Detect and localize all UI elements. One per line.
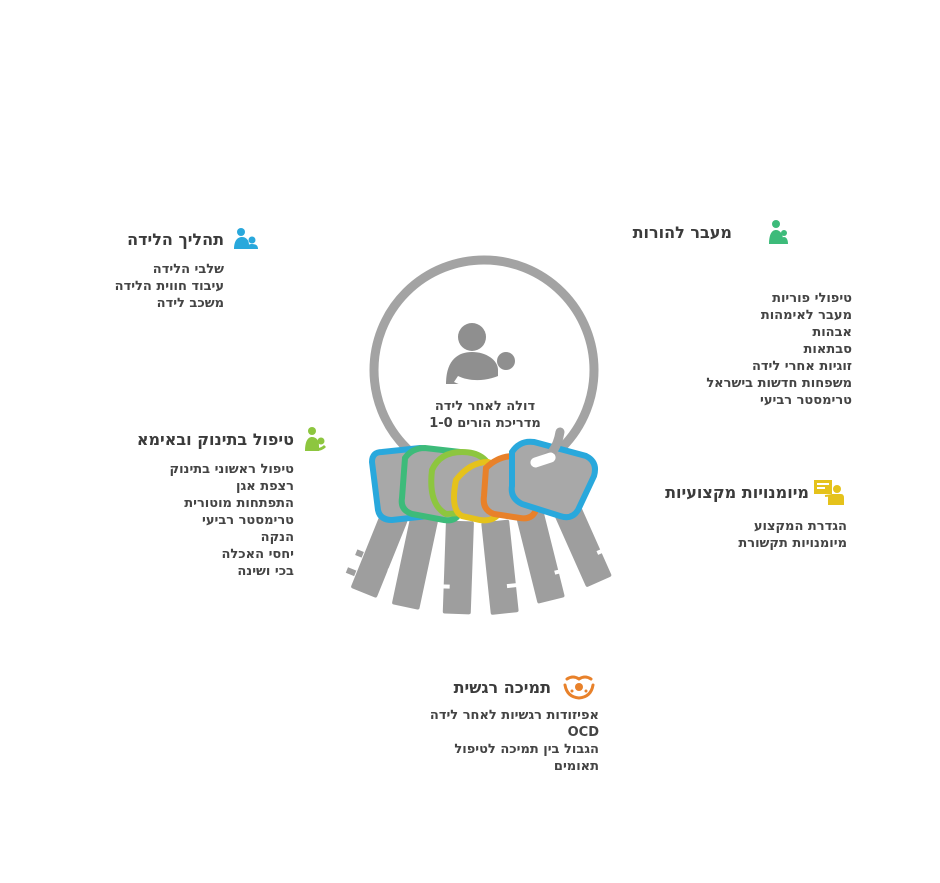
section-title: מעבר להורות <box>632 222 732 242</box>
section-parenthood: מעבר להורות טיפולי פוריות מעבר לאימהות א… <box>632 218 852 409</box>
section-skills: מיומנויות מקצועיות הגדרת המקצוע מיומנויו… <box>665 478 847 552</box>
list-item: מיומנויות תקשורת <box>738 536 847 551</box>
list-item: טיפול ראשוני בתינוק <box>169 462 294 477</box>
mother-baby-icon <box>446 323 515 388</box>
list-item: טרימסטר רביעי <box>202 513 294 528</box>
list-item: מעבר לאימהות <box>760 308 852 323</box>
nursing-icon <box>302 425 330 453</box>
section-title: תהליך הלידה <box>127 229 224 249</box>
list-item: טיפולי פוריות <box>772 291 852 306</box>
list-item: הגבול בין תמיכה לטיפול <box>454 742 599 757</box>
list-item: עיבוד חווית הלידה <box>114 279 224 294</box>
list-item: משכב לידה <box>156 296 224 311</box>
list-item: שלבי הלידה <box>152 262 224 277</box>
key-3 <box>440 518 476 617</box>
list-item: רצפת אגן <box>235 479 294 494</box>
section-title: תמיכה רגשית <box>453 677 551 697</box>
list-item: תאומים <box>553 759 599 774</box>
key-notches <box>331 540 608 589</box>
teacher-icon <box>814 478 845 506</box>
section-title: טיפול בתינוק ובאימא <box>136 429 294 449</box>
list-item: טרימסטר רביעי <box>760 393 852 408</box>
list-item: זוגיות אחרי לידה <box>751 359 852 374</box>
caring-hands-icon <box>563 673 595 701</box>
list-item: OCD <box>567 725 599 740</box>
list-item: אפיזודות רגשיות לאחר לידה <box>429 708 599 723</box>
center-subtitle: מדריכת הורים 1-0 <box>429 416 541 431</box>
key-4 <box>479 517 521 617</box>
section-emotional: תמיכה רגשית אפיזודות רגשיות לאחר לידה OC… <box>430 673 599 775</box>
key-heads <box>368 438 598 524</box>
mother-baby-icon <box>232 225 260 253</box>
list-item: הגדרת המקצוע <box>753 519 847 534</box>
key-slot <box>530 452 556 468</box>
list-item: אבהות <box>812 325 852 340</box>
section-birth: תהליך הלידה שלבי הלידה עיבוד חווית הלידה… <box>115 225 260 312</box>
section-title: מיומנויות מקצועיות <box>665 482 809 502</box>
section-care: טיפול בתינוק ובאימא טיפול ראשוני בתינוק … <box>137 425 330 580</box>
list-item: בכי ושינה <box>237 564 294 579</box>
list-item: התפתחות מוטורית <box>184 496 294 511</box>
list-item: יחסי האכלה <box>221 547 294 562</box>
list-item: סבתאות <box>803 342 852 357</box>
list-item: הנקה <box>260 530 294 545</box>
center-title: דולה לאחר לידה <box>434 399 536 414</box>
parent-child-icon <box>764 218 792 246</box>
list-item: משפחות חדשות בישראל <box>706 376 852 391</box>
